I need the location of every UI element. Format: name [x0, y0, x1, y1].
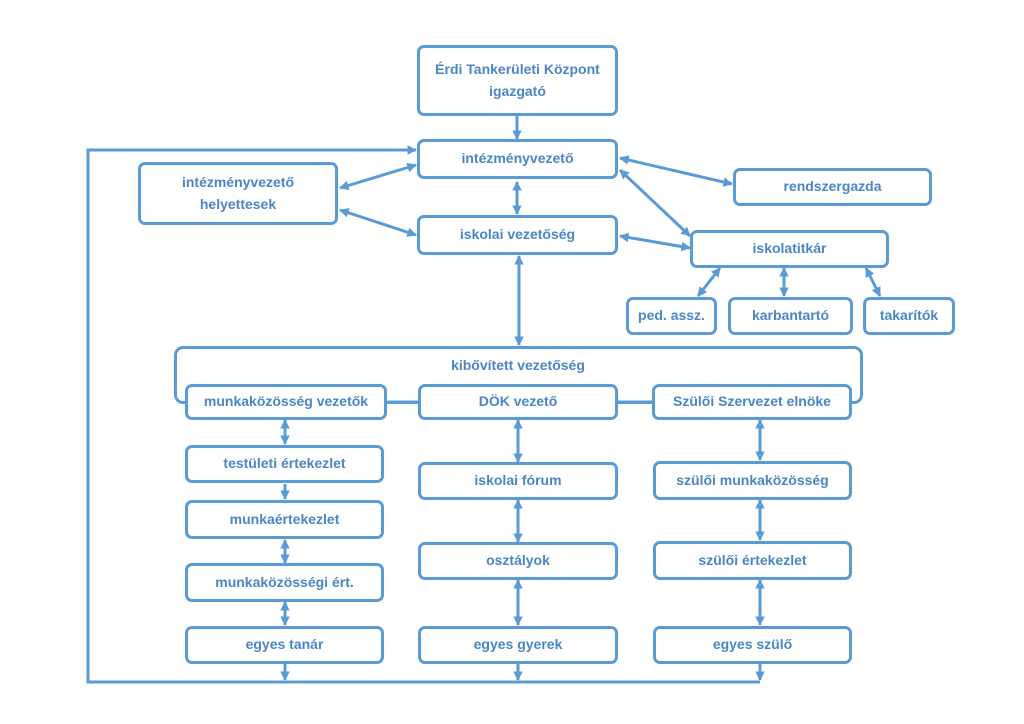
node-takaritok-label: takarítók — [879, 307, 939, 324]
node-iskolatitkar-label: iskolatitkár — [752, 240, 827, 257]
node-munkakozosseg-vezetok-label: munkaközösség vezetők — [203, 393, 369, 410]
node-szuloi-munkakozosseg: szülői munkaközösség — [653, 461, 852, 500]
arrow-intezmenyvezeto-rendszergazda — [619, 155, 733, 187]
node-munkakozossegi-ert-label: munkaközösségi ért. — [215, 573, 354, 590]
node-tankeruleti: Érdi Tankerületi Központ igazgató — [417, 45, 618, 116]
arrow-helyettesek-intezmenyvezeto — [339, 162, 417, 191]
node-szuloi-ertekezlet-label: szülői értekezlet — [698, 551, 807, 568]
arrow-intezmenyvezeto-iskolatitkar — [618, 168, 692, 238]
node-munkaertekezlet: munkaértekezlet — [185, 500, 384, 539]
node-helyettesek-line1: intézményvezető — [181, 173, 295, 190]
node-tankeruleti-line1: Érdi Tankerületi Központ — [435, 60, 600, 77]
node-testuleti-ertekezlet-label: testületi értekezlet — [223, 455, 346, 472]
node-dok-vezeto-label: DÖK vezető — [478, 393, 558, 410]
node-szuloi-szervezet: Szülői Szervezet elnöke — [652, 384, 852, 420]
node-egyes-szulo: egyes szülő — [653, 626, 852, 664]
arrow-helyettesek-iskolai-vezetoseg — [339, 208, 417, 237]
node-iskolai-forum-label: iskolai fórum — [474, 472, 562, 489]
node-ped-assz: ped. assz. — [626, 297, 717, 335]
node-intezmenyvezeto: intézményvezető — [417, 139, 618, 179]
node-helyettesek: intézményvezető helyettesek — [138, 162, 338, 225]
node-szuloi-munkakozosseg-label: szülői munkaközösség — [676, 471, 829, 488]
node-testuleti-ertekezlet: testületi értekezlet — [185, 445, 384, 483]
arrow-iskolai-vezetoseg-iskolatitkar — [619, 232, 691, 252]
node-egyes-tanar: egyes tanár — [185, 626, 384, 664]
node-munkaertekezlet-label: munkaértekezlet — [229, 510, 340, 527]
node-dok-vezeto: DÖK vezető — [418, 384, 618, 420]
arrow-iskolatitkar-ped-assz — [696, 267, 722, 297]
node-egyes-tanar-label: egyes tanár — [245, 636, 324, 653]
node-takaritok: takarítók — [863, 297, 955, 335]
node-egyes-gyerek: egyes gyerek — [418, 626, 618, 664]
node-iskolatitkar: iskolatitkár — [690, 230, 889, 268]
node-osztalyok-label: osztályok — [486, 552, 550, 569]
node-iskolai-vezetoseg: iskolai vezetőség — [417, 215, 618, 255]
node-munkakozossegi-ert: munkaközösségi ért. — [185, 563, 384, 602]
node-ped-assz-label: ped. assz. — [638, 307, 705, 324]
node-iskolai-forum: iskolai fórum — [418, 462, 618, 500]
group-kibovitett-vezetoseg-label: kibővített vezetőség — [451, 357, 585, 373]
node-karbantarto: karbantartó — [728, 297, 853, 335]
node-rendszergazda-label: rendszergazda — [783, 178, 882, 195]
arrow-iskolatitkar-takaritok — [864, 267, 882, 297]
node-szuloi-ertekezlet: szülői értekezlet — [653, 541, 852, 580]
node-karbantarto-label: karbantartó — [751, 307, 830, 324]
node-rendszergazda: rendszergazda — [733, 168, 932, 206]
node-tankeruleti-line2: igazgató — [489, 82, 546, 99]
node-egyes-gyerek-label: egyes gyerek — [473, 636, 563, 653]
node-egyes-szulo-label: egyes szülő — [712, 636, 793, 653]
node-iskolai-vezetoseg-label: iskolai vezetőség — [459, 226, 576, 243]
node-helyettesek-line2: helyettesek — [199, 195, 277, 212]
node-munkakozosseg-vezetok: munkaközösség vezetők — [185, 384, 387, 420]
node-osztalyok: osztályok — [418, 542, 618, 580]
node-intezmenyvezeto-label: intézményvezető — [461, 150, 574, 167]
node-szuloi-szervezet-label: Szülői Szervezet elnöke — [673, 393, 831, 410]
feedback-loop-line — [86, 145, 760, 684]
